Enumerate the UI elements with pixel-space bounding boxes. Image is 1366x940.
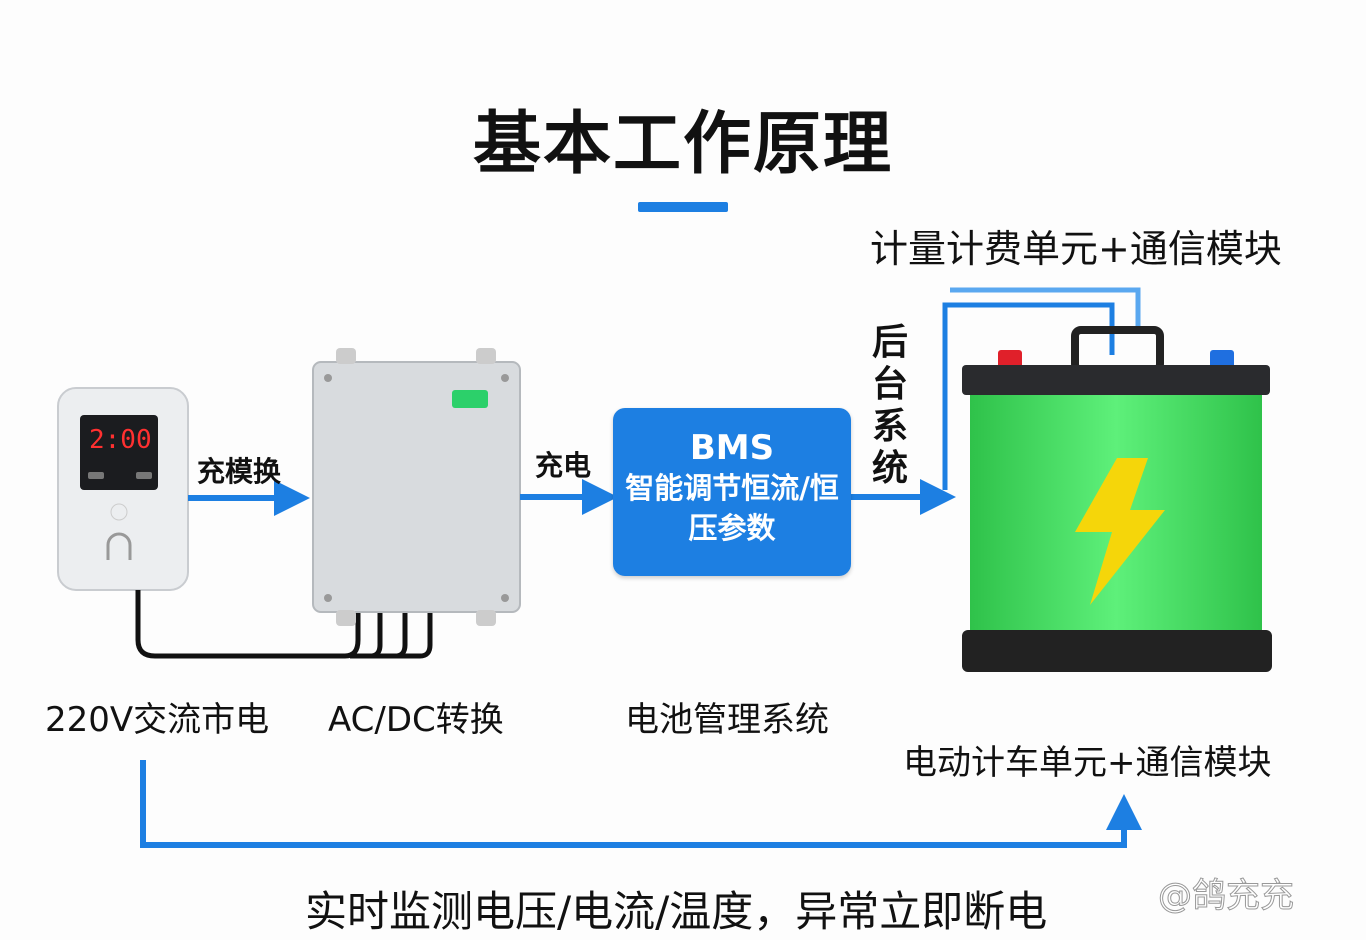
bms-heading: BMS xyxy=(689,428,775,468)
title-underline xyxy=(638,202,728,212)
watermark: @鸽充充 xyxy=(1158,876,1295,917)
converter-label: AC/DC转换 xyxy=(328,700,504,740)
footer-text: 实时监测电压/电流/温度，异常立即断电 xyxy=(305,887,1048,936)
power-label: 220V交流市电 xyxy=(45,700,270,740)
bms-text: 智能调节恒流/恒压参数 xyxy=(625,471,839,545)
battery-label: 电动计车单元+通信模块 xyxy=(903,743,1272,783)
acdc-converter-box xyxy=(312,348,521,626)
lightning-bolt-icon xyxy=(1075,458,1165,605)
backend-loop-line-2 xyxy=(950,287,1141,330)
backend-system-label: 后台系统 xyxy=(871,322,908,489)
monitoring-loop-line xyxy=(140,760,1142,848)
arrow-label-1: 充模换 xyxy=(197,455,282,488)
bms-box: BMS 智能调节恒流/恒压参数 xyxy=(613,408,851,576)
timer-socket-device: 2:00 xyxy=(57,387,189,591)
top-right-label: 计量计费单元+通信模块 xyxy=(870,227,1282,271)
bms-label: 电池管理系统 xyxy=(625,700,829,740)
timer-display: 2:00 xyxy=(89,425,152,455)
arrow-label-2: 充电 xyxy=(535,449,592,482)
battery xyxy=(962,326,1272,672)
page-title: 基本工作原理 xyxy=(472,105,893,184)
